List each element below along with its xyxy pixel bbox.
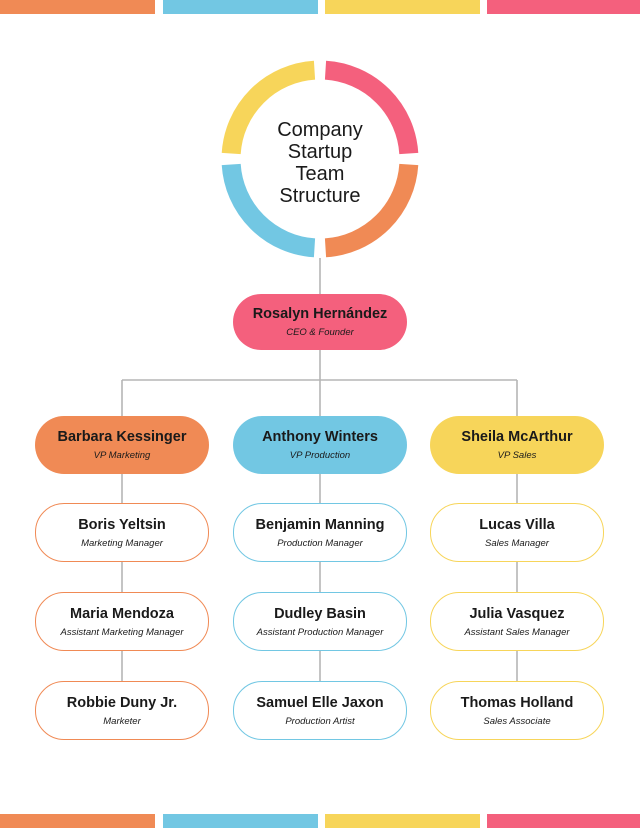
vp-name: Anthony Winters [262,429,378,445]
top-stripe-pink [487,0,640,14]
top-stripe-yellow [325,0,480,14]
vp-name: Sheila McArthur [461,429,573,445]
top-stripe-blue [163,0,318,14]
staff-node: Lucas Villa Sales Manager [430,503,604,562]
staff-node: Benjamin Manning Production Manager [233,503,407,562]
vp-role: VP Marketing [93,450,151,461]
staff-name: Robbie Duny Jr. [66,694,178,711]
staff-role: Assistant Marketing Manager [60,626,184,638]
bottom-stripe-orange [0,814,155,828]
staff-node: Maria Mendoza Assistant Marketing Manage… [35,592,209,651]
bottom-stripe-yellow [325,814,480,828]
bottom-stripe-pink [487,814,640,828]
staff-role: Sales Manager [485,537,549,549]
staff-node: Robbie Duny Jr. Marketer [35,681,209,740]
staff-role: Assistant Sales Manager [464,626,570,638]
title-ring [221,60,419,258]
bottom-stripe-blue [163,814,318,828]
ceo-node: Rosalyn Hernández CEO & Founder [233,294,407,350]
vp-role: VP Sales [497,450,537,461]
chart-title: Company Startup Team Structure [277,119,363,207]
ceo-role: CEO & Founder [286,327,354,338]
staff-name: Maria Mendoza [70,605,174,622]
vp-node-production: Anthony Winters VP Production [233,416,407,474]
ring-segment-pink [324,60,419,155]
staff-node: Boris Yeltsin Marketing Manager [35,503,209,562]
staff-node: Thomas Holland Sales Associate [430,681,604,740]
staff-name: Dudley Basin [274,605,366,622]
vp-role: VP Production [289,450,351,461]
staff-role: Marketing Manager [81,537,163,549]
staff-role: Assistant Production Manager [256,626,384,638]
staff-name: Benjamin Manning [255,516,385,533]
staff-name: Lucas Villa [479,516,555,533]
staff-name: Julia Vasquez [469,605,565,622]
ring-segment-yellow [221,60,316,155]
vp-name: Barbara Kessinger [57,429,187,445]
staff-role: Production Artist [285,715,355,727]
staff-node: Samuel Elle Jaxon Production Artist [233,681,407,740]
staff-role: Production Manager [277,537,363,549]
ring-segment-blue [221,163,316,258]
connector-lines [121,258,518,681]
staff-role: Marketer [103,715,141,727]
staff-name: Samuel Elle Jaxon [256,694,384,711]
vp-node-marketing: Barbara Kessinger VP Marketing [35,416,209,474]
staff-node: Julia Vasquez Assistant Sales Manager [430,592,604,651]
staff-name: Thomas Holland [460,694,574,711]
ring-segment-orange [324,163,419,258]
staff-role: Sales Associate [483,715,551,727]
top-stripe-orange [0,0,155,14]
chart-title-area: Company Startup Team Structure [250,108,390,218]
staff-node: Dudley Basin Assistant Production Manage… [233,592,407,651]
staff-name: Boris Yeltsin [78,516,166,533]
vp-node-sales: Sheila McArthur VP Sales [430,416,604,474]
ceo-name: Rosalyn Hernández [252,306,388,322]
